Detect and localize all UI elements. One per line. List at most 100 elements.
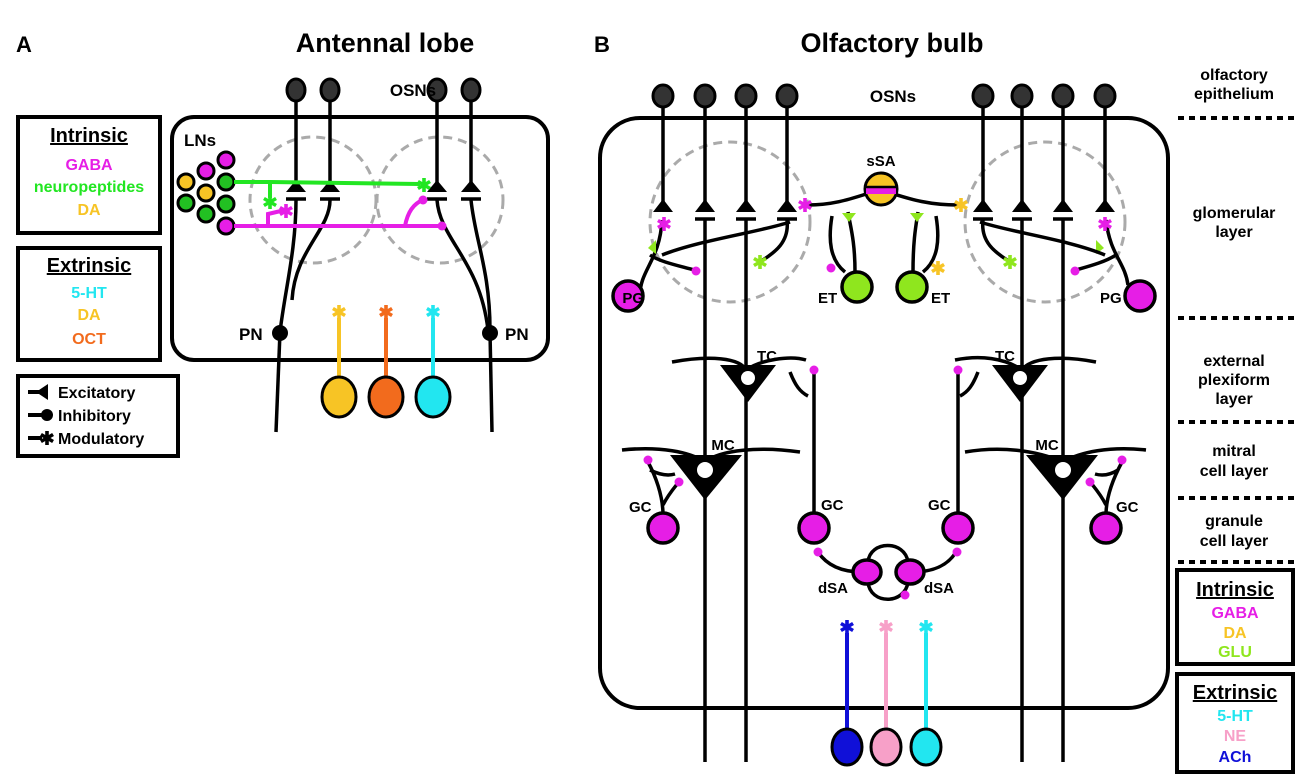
ob-layer-label: cell layer	[1200, 533, 1269, 550]
ob-tc-cell-right	[954, 355, 1097, 402]
al-osns-label: OSNs	[390, 81, 436, 100]
legend-modulatory-symbol	[28, 431, 54, 445]
ob-gc-cell-outer-left	[643, 455, 684, 545]
ob-gc-outer-right-label: GC	[1116, 499, 1139, 516]
al-intrinsic-box	[16, 115, 162, 235]
al-intrinsic-item: GABA	[65, 157, 113, 174]
ob-layer-label: external	[1203, 353, 1264, 370]
ob-extrinsic-heading: Extrinsic	[1193, 682, 1277, 704]
ob-gc-cell-inner-right	[941, 365, 975, 545]
panel-b-letter: B	[594, 32, 610, 57]
ob-layer-label: cell layer	[1200, 463, 1269, 480]
ob-intrinsic-item: GABA	[1211, 605, 1259, 622]
ob-excitatory-synapses	[653, 199, 1115, 212]
al-pn-right-label: PN	[505, 325, 529, 344]
panel-a-letter: A	[16, 32, 32, 57]
ob-layer-label: glomerular	[1193, 205, 1276, 222]
ob-dsa-cells	[813, 543, 962, 601]
al-gaba-inhibitory-synapse-1	[418, 195, 428, 205]
ob-gc-inner-right-label: GC	[928, 497, 951, 514]
ob-extrinsic-item: ACh	[1219, 749, 1252, 766]
ob-dsa-right-label: dSA	[924, 580, 954, 597]
al-glomerulus-right	[375, 135, 505, 265]
ob-pg-cell-left	[611, 219, 695, 313]
ob-et-cell-right	[895, 211, 1106, 304]
panel-b-title: Olfactory bulb	[800, 28, 983, 58]
ob-tc-right-label: TC	[995, 348, 1015, 365]
al-extrinsic-item: 5-HT	[71, 285, 107, 302]
al-osn-axons	[294, 100, 473, 188]
al-extrinsic-heading: Extrinsic	[47, 255, 131, 277]
ob-extrinsic-item: NE	[1224, 728, 1247, 745]
al-pn-left-neurites	[274, 199, 332, 433]
ob-gc-outer-left-label: GC	[629, 499, 652, 516]
ob-mc-left-label: MC	[711, 437, 734, 454]
panel-a-title: Antennal lobe	[296, 28, 475, 58]
ob-tc-cell-left	[671, 356, 809, 402]
al-pn-right-neurites	[435, 199, 494, 433]
ob-et-right-label: ET	[931, 290, 950, 307]
legend-inhibitory-symbol	[28, 409, 53, 421]
ob-et-left-inhibitory-synapse	[826, 263, 836, 273]
al-ln-cluster	[176, 150, 236, 236]
al-pn-right-soma	[482, 325, 498, 341]
al-gaba-inhibitory-synapse-2	[437, 221, 447, 231]
al-pn-left-label: PN	[239, 325, 263, 344]
ob-gc-cell-inner-left	[797, 365, 831, 545]
al-intrinsic-item: neuropeptides	[34, 179, 144, 196]
ob-layer-label: olfactory	[1200, 67, 1268, 84]
ob-intrinsic-box	[1175, 568, 1295, 666]
al-extrinsic-item: DA	[77, 307, 101, 324]
al-peptide-modulatory-synapse-1	[263, 195, 277, 209]
ob-mc-right-label: MC	[1035, 437, 1058, 454]
al-intrinsic-item: DA	[77, 202, 101, 219]
ob-layer-dividers	[1178, 116, 1294, 564]
olfactory-bulb-outline	[598, 116, 1170, 710]
ob-extrinsic-item: 5-HT	[1217, 708, 1253, 725]
ob-glomerulus-left	[648, 140, 812, 304]
al-extrinsic-neurons	[320, 305, 452, 419]
legend-modulatory-label: Modulatory	[58, 431, 144, 448]
ob-pg-cell-right	[1075, 219, 1157, 313]
legend-excitatory-symbol	[28, 384, 48, 400]
ob-pg-right-modulatory-synapse	[1098, 217, 1112, 231]
ob-osn-axons	[661, 106, 1107, 204]
ob-gc-inner-left-label: GC	[821, 497, 844, 514]
ob-layer-label: plexiform	[1198, 372, 1270, 389]
ob-pg-right-inhibitory-synapse	[1070, 266, 1080, 276]
ob-layer-label: epithelium	[1194, 86, 1274, 103]
ob-et-right-da-synapse	[931, 261, 945, 275]
al-excitatory-synapses	[286, 180, 481, 192]
al-lns-label: LNs	[184, 131, 216, 150]
legend-excitatory-label: Excitatory	[58, 385, 135, 402]
ob-layer-label: mitral	[1212, 443, 1256, 460]
al-osn-group	[285, 77, 482, 103]
ob-et-left-label: ET	[818, 290, 837, 307]
ob-pg-left-label: PG	[622, 290, 644, 307]
ob-pg-left-modulatory-synapse	[657, 217, 671, 231]
ob-intrinsic-item: GLU	[1218, 644, 1252, 661]
al-extrinsic-item: OCT	[72, 331, 106, 348]
ob-dsa-left-label: dSA	[818, 580, 848, 597]
ob-gc-cell-outer-right	[1085, 455, 1127, 545]
ob-ssa-label: sSA	[866, 153, 895, 170]
ob-extrinsic-neurons	[830, 620, 943, 767]
al-extrinsic-box	[16, 246, 162, 362]
ob-intrinsic-item: DA	[1223, 625, 1247, 642]
legend-inhibitory-label: Inhibitory	[58, 408, 131, 425]
ob-pg-left-inhibitory-synapse	[691, 266, 701, 276]
ob-extrinsic-box	[1175, 672, 1295, 774]
ob-pg-right-label: PG	[1100, 290, 1122, 307]
ob-intrinsic-heading: Intrinsic	[1196, 579, 1274, 601]
ob-mc-cell-right	[964, 447, 1147, 500]
ob-glomerulus-right	[963, 140, 1127, 304]
ob-tc-left-label: TC	[757, 348, 777, 365]
ob-layer-label: layer	[1215, 224, 1252, 241]
ob-layer-label: layer	[1215, 391, 1252, 408]
ob-layer-label: granule	[1205, 513, 1263, 530]
antennal-lobe-outline	[170, 115, 550, 362]
ob-et-cell-left	[661, 211, 874, 304]
ob-ssa-cell	[807, 171, 959, 207]
ob-osns-label: OSNs	[870, 87, 916, 106]
